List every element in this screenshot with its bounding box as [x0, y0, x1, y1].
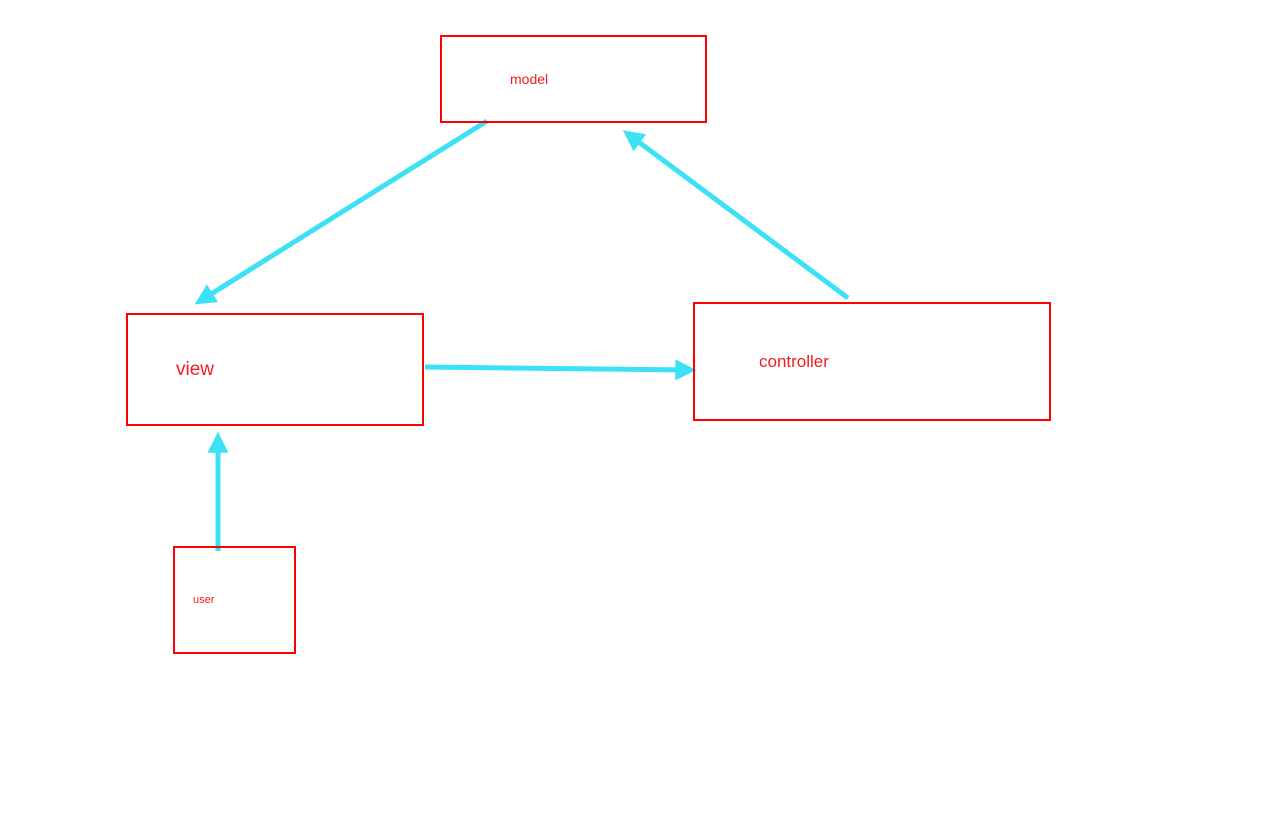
node-controller: controller: [693, 302, 1051, 421]
node-view: view: [126, 313, 424, 426]
node-controller-label: controller: [759, 351, 829, 371]
arrow-model-to-view-icon: [194, 118, 489, 305]
node-view-label: view: [176, 358, 215, 380]
node-user-label: user: [193, 594, 215, 606]
arrow-view-to-controller-icon: [424, 359, 697, 381]
node-model-label: model: [510, 71, 549, 87]
node-user: user: [173, 546, 296, 654]
arrow-controller-to-model-icon: [622, 130, 850, 301]
node-model: model: [440, 35, 707, 123]
